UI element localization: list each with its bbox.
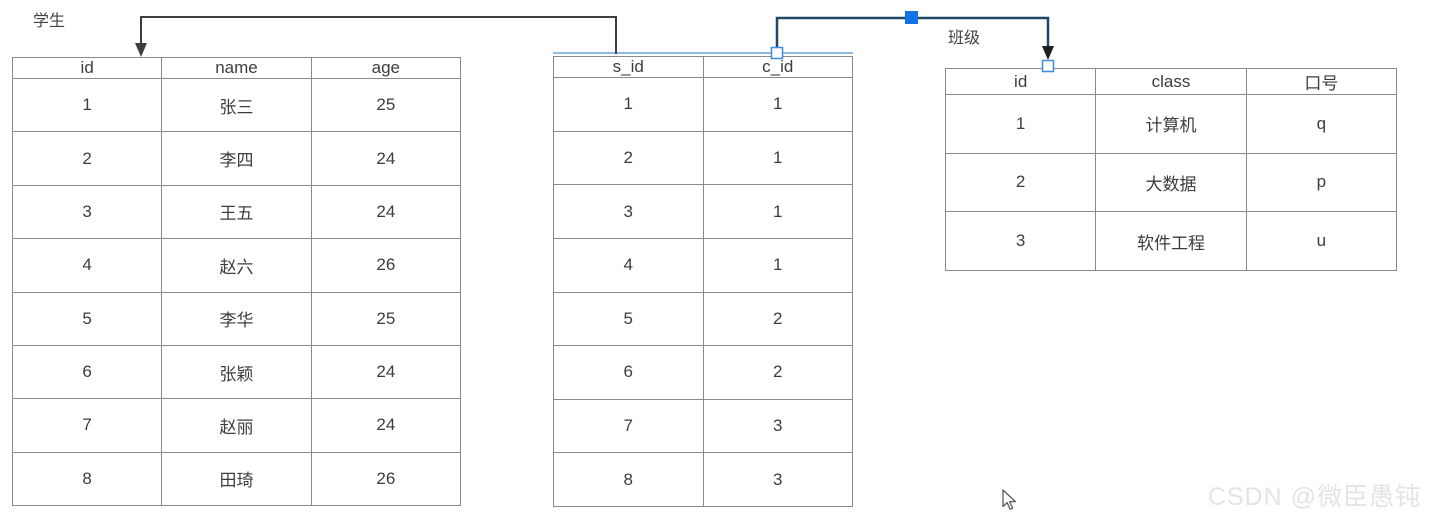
table-cell[interactable]: 24 [310, 184, 462, 240]
table-cell[interactable]: 4 [11, 238, 163, 293]
table-cell[interactable]: 8 [11, 451, 163, 507]
table-cell[interactable]: 2 [702, 291, 853, 347]
column-header[interactable]: id [944, 68, 1097, 95]
table-cell[interactable]: 1 [702, 77, 853, 132]
table-cell[interactable]: 1 [11, 77, 163, 133]
table-cell[interactable]: u [1245, 211, 1398, 271]
table-cell[interactable]: 软件工程 [1095, 211, 1247, 271]
table-cell[interactable]: 3 [553, 184, 704, 239]
table-cell[interactable]: 田琦 [161, 451, 312, 507]
table-cell[interactable]: 张三 [161, 77, 312, 133]
table-cell[interactable]: 26 [310, 238, 462, 293]
table-cell[interactable]: 1 [702, 184, 853, 239]
table-cell[interactable]: 8 [553, 452, 704, 507]
table-cell[interactable]: 3 [702, 398, 853, 454]
column-header[interactable]: age [310, 57, 462, 79]
csdn-watermark: CSDN @微臣愚钝 [1207, 483, 1421, 511]
table-cell[interactable]: 李四 [161, 131, 312, 186]
table-cell[interactable]: 大数据 [1095, 152, 1247, 213]
connector-midpoint-handle[interactable] [905, 11, 918, 24]
connector-enrollment-to-classes[interactable] [775, 16, 1050, 53]
table-cell[interactable]: 1 [553, 77, 704, 132]
table-cell[interactable]: 1 [702, 130, 853, 186]
table-cell[interactable]: 3 [702, 452, 853, 507]
table-cell[interactable]: 6 [11, 344, 163, 400]
table-cell[interactable]: 6 [553, 345, 704, 400]
column-header[interactable]: name [161, 57, 312, 79]
column-header[interactable]: c_id [702, 56, 853, 78]
table-cell[interactable]: 24 [310, 398, 462, 453]
table-cell[interactable]: 4 [553, 237, 704, 293]
table-cell[interactable]: 1 [944, 94, 1097, 154]
table-cell[interactable]: 赵六 [161, 238, 312, 293]
table-cell[interactable]: 张颖 [161, 344, 312, 400]
column-header[interactable]: 口号 [1245, 68, 1398, 95]
table-cell[interactable]: 26 [310, 451, 462, 507]
table-cell[interactable]: 1 [702, 237, 853, 293]
table-cell[interactable]: 2 [702, 345, 853, 400]
table-cell[interactable]: 25 [310, 77, 462, 133]
table-cell[interactable]: 李华 [161, 291, 312, 346]
students-table-label: 学生 [33, 13, 66, 30]
table-cell[interactable]: 24 [310, 131, 462, 186]
arrowhead-down-icon [1042, 46, 1054, 60]
table-cell[interactable]: 赵丽 [161, 398, 312, 453]
table-cell[interactable]: 3 [944, 211, 1097, 271]
arrowhead-down-icon [135, 43, 147, 57]
table-cell[interactable]: 2 [11, 131, 163, 186]
table-cell[interactable]: 3 [11, 184, 163, 240]
classes-table-label: 班级 [948, 30, 981, 47]
table-cell[interactable]: 5 [553, 291, 704, 347]
table-cell[interactable]: 5 [11, 291, 163, 346]
table-cell[interactable]: p [1245, 152, 1398, 213]
table-cell[interactable]: 2 [944, 152, 1097, 213]
table-cell[interactable]: q [1245, 94, 1398, 154]
table-cell[interactable]: 25 [310, 291, 462, 346]
mouse-cursor-icon [1002, 489, 1017, 510]
table-cell[interactable]: 计算机 [1095, 94, 1247, 154]
column-header[interactable]: class [1095, 68, 1247, 95]
table-cell[interactable]: 7 [11, 398, 163, 453]
column-header[interactable]: s_id [553, 56, 704, 78]
table-cell[interactable]: 7 [553, 398, 704, 454]
table-cell[interactable]: 24 [310, 344, 462, 400]
column-header[interactable]: id [11, 57, 163, 79]
connector-enrollment-to-students[interactable] [140, 16, 617, 54]
table-cell[interactable]: 王五 [161, 184, 312, 240]
table-cell[interactable]: 2 [553, 130, 704, 186]
